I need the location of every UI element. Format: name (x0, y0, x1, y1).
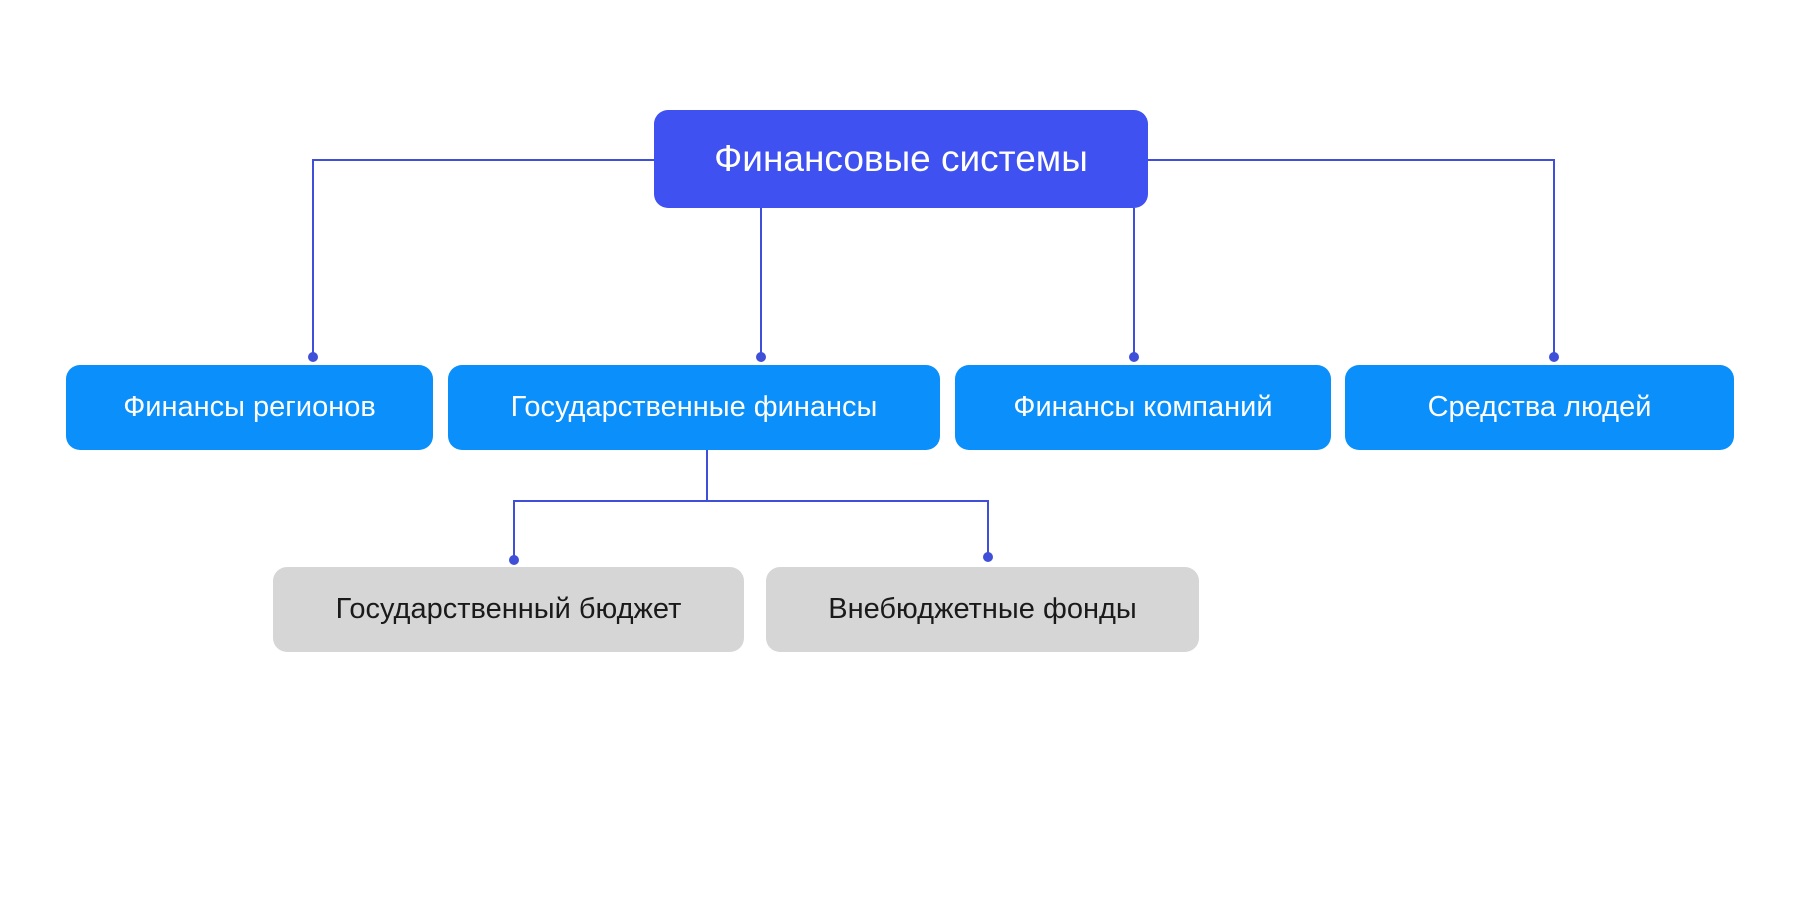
node-extrabudgetary-funds: Внебюджетные фонды (766, 567, 1199, 652)
connector-state-finance-to-funds (707, 500, 989, 557)
node-company-finance-label: Финансы компаний (1013, 391, 1273, 423)
node-people-funds-label: Средства людей (1427, 391, 1652, 423)
connector-dot-regions (308, 352, 318, 362)
connector-dot-people (1549, 352, 1559, 362)
connector-dot-companies (1129, 352, 1139, 362)
node-state-budget-label: Государственный бюджет (335, 593, 682, 625)
node-state-finance: Государственные финансы (448, 365, 940, 450)
root-node: Финансовые системы (654, 110, 1148, 208)
node-people-funds: Средства людей (1345, 365, 1734, 450)
node-company-finance: Финансы компаний (955, 365, 1331, 450)
node-state-finance-label: Государственные финансы (510, 391, 878, 423)
connector-dot-funds (983, 552, 993, 562)
root-node-label: Финансовые системы (714, 138, 1088, 179)
node-state-budget: Государственный бюджет (273, 567, 744, 652)
connector-dot-state-finance (756, 352, 766, 362)
connector-root-to-people (1148, 159, 1555, 357)
connector-root-to-regions (312, 159, 654, 357)
node-regional-finance: Финансы регионов (66, 365, 433, 450)
node-extrabudgetary-funds-label: Внебюджетные фонды (828, 593, 1137, 625)
connector-state-finance-to-budget (513, 450, 708, 560)
connector-dot-budget (509, 555, 519, 565)
node-regional-finance-label: Финансы регионов (123, 391, 376, 423)
